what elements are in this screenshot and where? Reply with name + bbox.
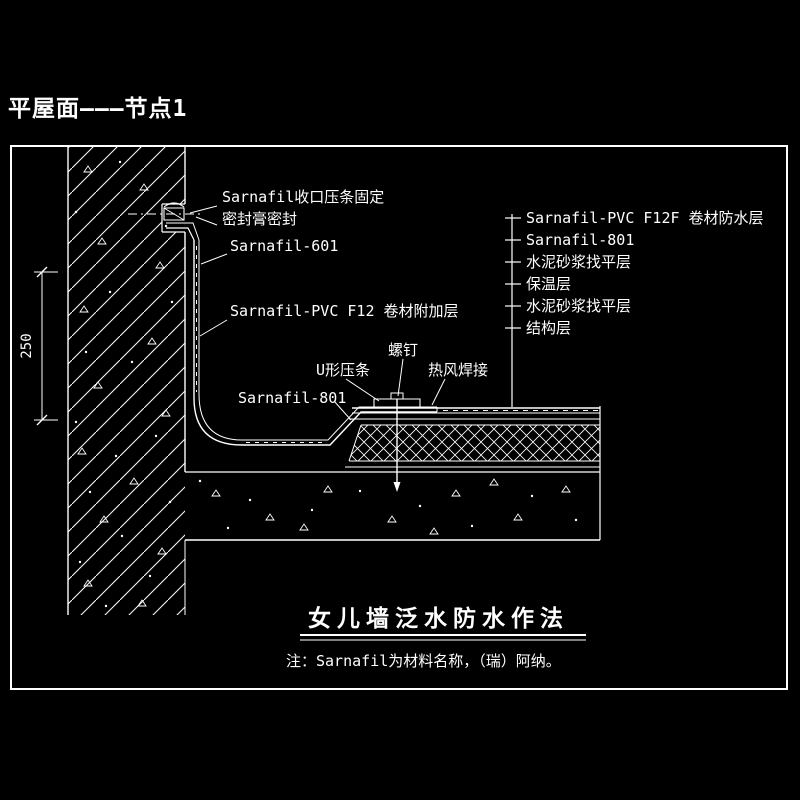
label-closure-bar: Sarnafil收口压条固定 — [222, 188, 384, 206]
field-membrane — [352, 408, 600, 413]
label-hot-air-weld: 热风焊接 — [428, 361, 488, 379]
label-sarnafil-801: Sarnafil-801 — [238, 389, 346, 407]
leader-line — [196, 217, 217, 225]
label-u-bar: U形压条 — [316, 361, 370, 379]
flashing-membrane — [194, 240, 437, 445]
sealant-bead — [164, 203, 184, 207]
drawing-note: 注：Sarnafil为材料名称，（瑞）阿纳。 — [286, 652, 561, 670]
leader-line — [190, 206, 217, 213]
drawing-caption: 女儿墙泛水防水作法 — [308, 605, 569, 632]
fastener — [374, 393, 420, 492]
layer-label-insulation: 保温层 — [526, 275, 571, 293]
label-sealant: 密封膏密封 — [222, 210, 297, 228]
sheet-title: 平屋面———节点1 — [8, 96, 187, 122]
drawing-titleblock: 女儿墙泛水防水作法 注：Sarnafil为材料名称，（瑞）阿纳。 — [286, 605, 586, 670]
roof-assembly — [185, 406, 600, 540]
layer-label-screed-upper: 水泥砂浆找平层 — [526, 253, 631, 271]
dimension-250: 250 — [19, 267, 58, 425]
clamping-bar — [164, 208, 184, 220]
leader-line — [398, 359, 403, 396]
layer-label-sarnafil-801: Sarnafil-801 — [526, 231, 634, 249]
label-membrane-flashing: Sarnafil-PVC F12 卷材附加层 — [230, 302, 459, 320]
termination-detail — [128, 203, 200, 240]
layer-label-structure: 结构层 — [526, 319, 571, 337]
dimension-value: 250 — [19, 333, 35, 358]
parapet-wall — [68, 147, 185, 615]
callout-labels: Sarnafil收口压条固定 密封膏密封 Sarnafil-601 Sarnaf… — [190, 188, 488, 420]
insulation-crosshatch — [349, 425, 600, 461]
wall-aggregate-dots — [74, 160, 174, 608]
label-sarnafil-601: Sarnafil-601 — [230, 237, 338, 255]
wall-hatch — [68, 147, 185, 615]
leader-line — [334, 401, 351, 420]
leader-line — [200, 320, 227, 336]
leader-line — [201, 254, 227, 264]
layer-callouts: Sarnafil-PVC F12F 卷材防水层 Sarnafil-801 水泥砂… — [505, 209, 764, 407]
layer-label-screed-lower: 水泥砂浆找平层 — [526, 297, 631, 315]
fastener-screw — [391, 393, 403, 492]
layer-label-waterproof-membrane: Sarnafil-PVC F12F 卷材防水层 — [526, 209, 764, 227]
leader-line — [432, 379, 445, 405]
leader-line — [346, 379, 379, 401]
drawing-border — [11, 146, 787, 689]
label-screw: 螺钉 — [388, 341, 418, 359]
slab-aggregate-dots — [198, 479, 578, 530]
